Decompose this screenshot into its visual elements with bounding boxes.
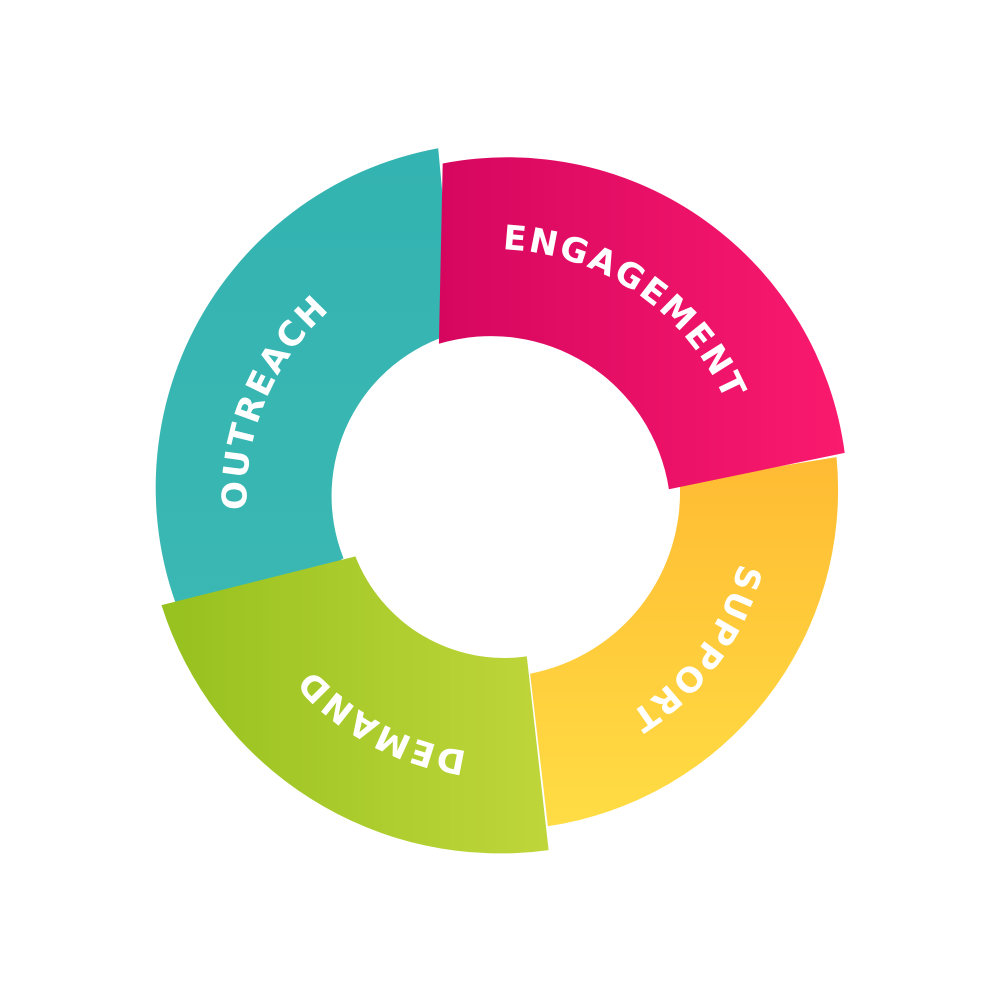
segment-engagement xyxy=(438,157,845,490)
segment-outreach xyxy=(155,148,456,650)
segment-support xyxy=(530,457,839,827)
segment-demand xyxy=(161,556,549,854)
